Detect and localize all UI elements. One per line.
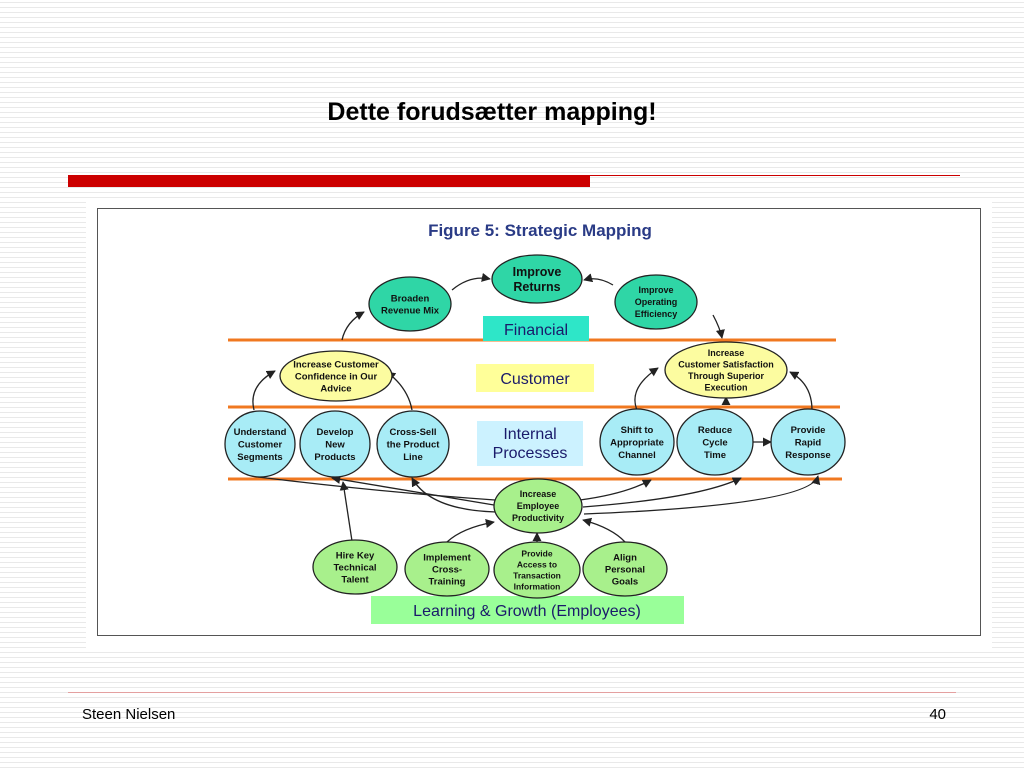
footer-rule	[68, 692, 956, 693]
node-increase-customer-satisfaction	[664, 341, 788, 399]
node-improve-operating-efficiency	[614, 274, 698, 330]
node-increase-customer-confidence	[279, 350, 393, 402]
node-provide-rapid-response	[770, 408, 846, 476]
figure-title: Figure 5: Strategic Mapping	[428, 221, 652, 240]
financial-band-label: Financial	[504, 322, 568, 339]
node-develop-new-products	[299, 410, 371, 478]
learning-growth-band-label: Learning & Growth (Employees)	[413, 603, 641, 620]
node-increase-employee-productivity	[493, 478, 583, 534]
node-broaden-revenue-mix	[368, 276, 452, 332]
slide-title: Dette forudsætter mapping!	[327, 98, 657, 126]
connector-arrows	[246, 272, 821, 543]
page-number: 40	[929, 706, 946, 723]
node-hire-key-technical-talent	[312, 539, 398, 595]
node-cross-sell-product-line	[376, 410, 450, 478]
node-shift-to-appropriate-channel	[599, 408, 675, 476]
financial-band-box	[483, 316, 589, 341]
node-implement-cross-training	[404, 541, 490, 597]
internal-band-box	[477, 421, 583, 466]
node-shapes	[224, 254, 846, 599]
node-understand-customer-segments	[224, 410, 296, 478]
node-improve-returns	[491, 254, 583, 304]
title-accent-bar	[68, 175, 590, 187]
footer-author: Steen Nielsen	[82, 706, 176, 723]
customer-band-label: Customer	[500, 371, 570, 388]
node-provide-access-transaction-information	[493, 541, 581, 599]
learning-band-box	[371, 596, 684, 624]
node-reduce-cycle-time	[676, 408, 754, 476]
node-align-personal-goals	[582, 541, 668, 597]
customer-band-box	[476, 364, 594, 392]
title-accent-line	[590, 175, 960, 176]
